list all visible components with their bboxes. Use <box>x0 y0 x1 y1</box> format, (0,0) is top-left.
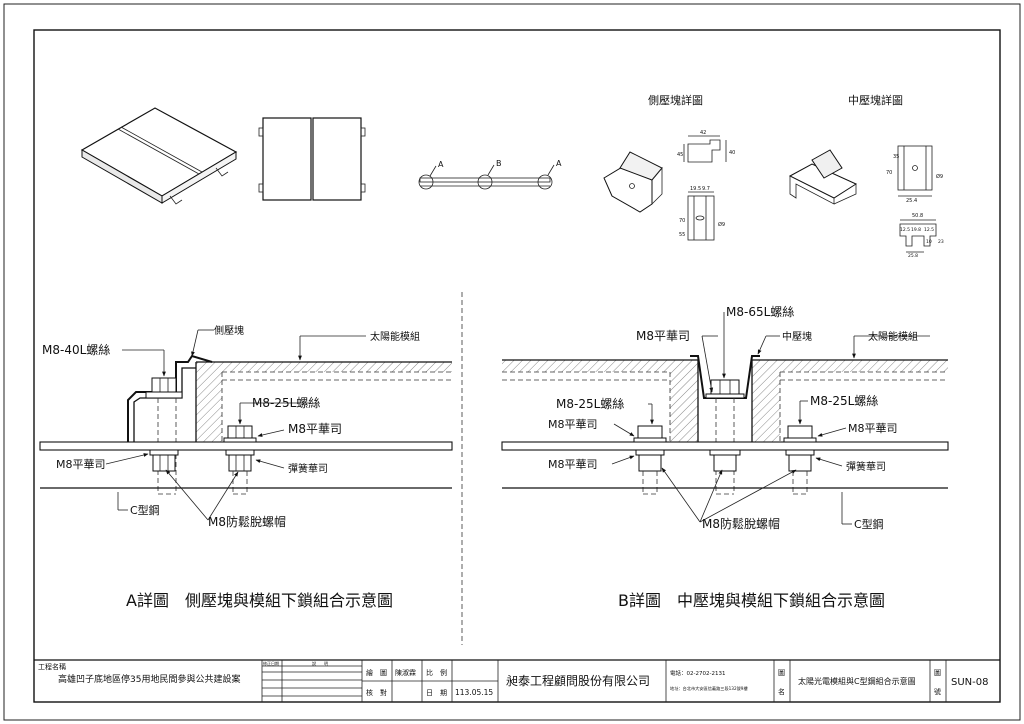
b-washer-right-label: M8平華司 <box>848 422 898 435</box>
project-label: 工程名稱 <box>38 662 66 671</box>
isometric-module-view <box>80 107 238 205</box>
side-dim-2: 40 <box>729 150 735 156</box>
side-block-title: 側壓塊詳圖 <box>648 93 703 107</box>
b-washer-lower-label: M8平華司 <box>548 458 598 471</box>
drawing-name-label-2: 名 <box>778 687 785 696</box>
drawn-label: 繪 圖 <box>366 668 387 677</box>
company-address: 地址：台北市大安區信義路三段132號9樓 <box>670 685 748 692</box>
side-dim-5: 70 <box>679 218 685 224</box>
rev-note-label: 說 明 <box>312 660 328 666</box>
a-c-steel-label: C型鋼 <box>130 503 160 517</box>
a-bolt-40-label: M8-40L螺絲 <box>42 342 110 357</box>
side-dim-0: 42 <box>700 130 706 136</box>
a-bolt-25-label: M8-25L螺絲 <box>252 395 320 410</box>
detail-b-caption: B詳圖 中壓塊與模組下鎖組合示意圖 <box>618 591 885 610</box>
mid-dim-5: 12.5 <box>900 227 910 233</box>
b-bolt-25-right-label: M8-25L螺絲 <box>810 393 878 408</box>
mid-block-iso <box>788 149 858 205</box>
mid-block-plan <box>897 145 933 197</box>
side-dim-1: 45 <box>677 152 683 158</box>
marker-b: B <box>496 159 502 168</box>
drawing-name-label-1: 圖 <box>778 669 785 677</box>
mid-block-title: 中壓塊詳圖 <box>848 93 903 107</box>
a-side-block-label: 側壓塊 <box>214 324 244 337</box>
detail-a-caption: A詳圖 側壓塊與模組下鎖組合示意圖 <box>126 591 393 610</box>
drawn-name: 陳淑霖 <box>395 668 416 677</box>
detail-b-drawing <box>501 312 949 525</box>
inner-border <box>33 29 1001 703</box>
b-washer-left-label: M8平華司 <box>548 418 598 431</box>
project-name: 高雄凹子底地區停35用地民間參與公共建設案 <box>58 673 240 685</box>
mid-dim-7: 12.5 <box>924 227 934 233</box>
side-block-iso <box>603 151 663 213</box>
b-solar-module-label: 太陽能模組 <box>868 330 918 343</box>
drawing-no-label-1: 圖 <box>934 669 941 677</box>
side-block-profile <box>683 135 727 163</box>
drawing-number: SUN-08 <box>951 677 988 688</box>
b-bolt-25-left-label: M8-25L螺絲 <box>556 396 624 411</box>
b-spring-washer-label: 彈簧華司 <box>846 460 886 473</box>
a-lock-nut-label: M8防鬆脫螺帽 <box>208 514 286 529</box>
mid-dim-2: 25.4 <box>906 198 917 204</box>
side-dim-4: 9.7 <box>702 186 710 192</box>
mid-dim-4: 50.8 <box>912 213 923 219</box>
marker-a-right: A <box>556 159 562 168</box>
mid-dim-10: 25.8 <box>908 253 918 259</box>
module-plan-view <box>258 117 366 201</box>
b-lock-nut-label: M8防鬆脫螺帽 <box>702 516 780 531</box>
mid-dim-1: 35 <box>893 154 899 160</box>
mid-dim-0: 70 <box>886 170 892 176</box>
a-washer-lower-label: M8平華司 <box>56 458 106 471</box>
side-dim-6: 55 <box>679 232 685 238</box>
a-spring-washer-label: 彈簧華司 <box>288 462 328 475</box>
b-c-steel-label: C型鋼 <box>854 517 884 531</box>
rail-elevation-view <box>418 164 555 190</box>
mid-dim-3: Ø9 <box>936 173 943 180</box>
mid-block-profile <box>899 219 937 253</box>
side-block-plan <box>687 191 715 241</box>
marker-a-left: A <box>438 160 444 169</box>
scale-label: 比 例 <box>426 668 447 677</box>
company-phone: 電話：02-2702-2131 <box>670 669 725 677</box>
side-dim-3: 19.5 <box>690 186 701 192</box>
outer-border <box>3 3 1021 721</box>
a-solar-module-label: 太陽能模組 <box>370 330 420 343</box>
mid-dim-9: 23 <box>938 239 944 245</box>
b-washer-top-label: M8平華司 <box>636 329 690 343</box>
side-dim-7: Ø9 <box>718 221 725 228</box>
mid-dim-8: 10 <box>926 239 932 245</box>
mid-dim-6: 19.8 <box>911 227 921 233</box>
b-bolt-65-label: M8-65L螺絲 <box>726 304 794 319</box>
title-block <box>34 659 1000 702</box>
rev-date-label: 修正日期 <box>263 660 279 666</box>
b-mid-block-label: 中壓塊 <box>782 330 812 343</box>
date-label: 日 期 <box>426 689 447 697</box>
company-name: 昶泰工程顧問股份有限公司 <box>506 673 650 688</box>
drawing-no-label-2: 號 <box>934 687 941 696</box>
a-washer-upper-label: M8平華司 <box>288 422 342 436</box>
drawing-name: 太陽光電模組與C型鋼組合示意圖 <box>798 676 916 686</box>
detail-a-drawing <box>39 329 453 521</box>
checked-label: 核 對 <box>366 688 387 697</box>
date-value: 113.05.15 <box>455 688 493 697</box>
